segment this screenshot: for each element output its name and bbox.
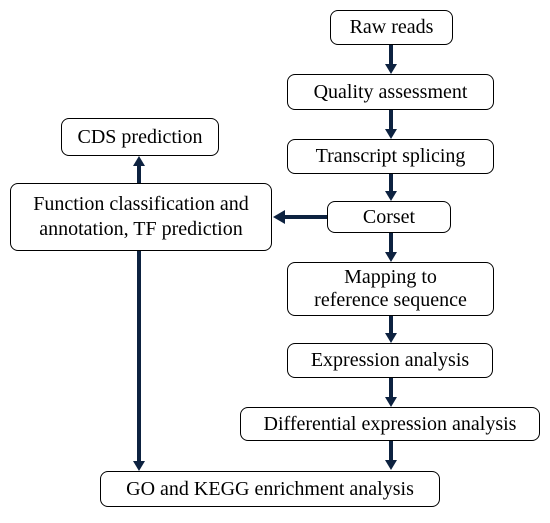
node-quality-assessment-label: Quality assessment xyxy=(313,80,468,103)
node-corset-label: Corset xyxy=(362,205,416,228)
node-raw-reads-label: Raw reads xyxy=(349,16,434,38)
arrow-quality-to-splicing xyxy=(385,110,397,139)
node-corset: Corset xyxy=(327,201,451,233)
node-function-classification: Function classification and annotation, … xyxy=(10,183,272,251)
node-function-classification-label: Function classification and annotation, … xyxy=(33,193,249,240)
node-transcript-splicing-label: Transcript splicing xyxy=(315,145,466,167)
arrow-corset-to-mapping xyxy=(385,233,397,262)
arrow-differential-to-go-kegg xyxy=(385,441,397,470)
node-quality-assessment: Quality assessment xyxy=(287,74,494,110)
node-expression-analysis-label: Expression analysis xyxy=(310,349,470,371)
arrow-expression-to-differential xyxy=(385,378,397,407)
node-transcript-splicing: Transcript splicing xyxy=(287,139,494,174)
arrow-raw-to-quality xyxy=(385,45,397,74)
node-mapping-label: Mapping to reference sequence xyxy=(314,266,467,311)
node-mapping: Mapping to reference sequence xyxy=(287,262,494,316)
node-go-kegg-enrichment-label: GO and KEGG enrichment analysis xyxy=(126,477,414,500)
node-raw-reads: Raw reads xyxy=(330,10,453,45)
arrow-corset-to-function xyxy=(273,210,327,224)
node-differential-expression-label: Differential expression analysis xyxy=(263,412,517,435)
node-cds-prediction: CDS prediction xyxy=(61,118,219,156)
node-cds-prediction-label: CDS prediction xyxy=(77,125,203,148)
arrow-splicing-to-corset xyxy=(385,174,397,201)
node-go-kegg-enrichment: GO and KEGG enrichment analysis xyxy=(100,471,440,507)
node-differential-expression: Differential expression analysis xyxy=(240,407,540,441)
arrow-function-to-cds xyxy=(133,156,145,183)
arrow-mapping-to-expression xyxy=(385,316,397,343)
arrow-function-to-go-kegg xyxy=(133,251,145,471)
node-expression-analysis: Expression analysis xyxy=(287,343,493,378)
